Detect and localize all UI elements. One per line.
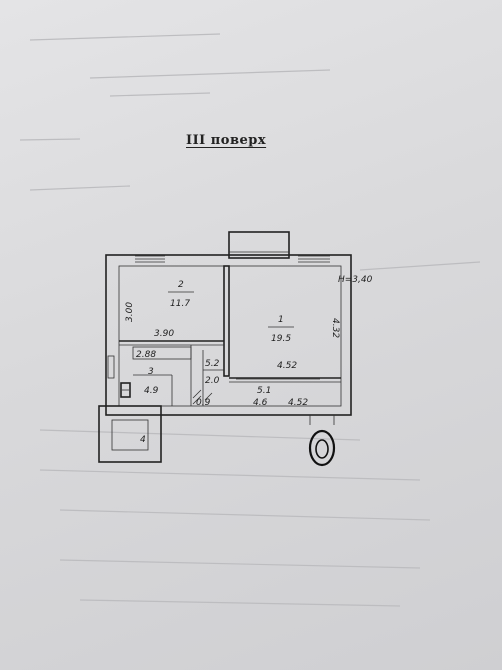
room1-area: 19.5: [271, 334, 291, 344]
room2-number: 2: [178, 280, 184, 290]
room1-depth: 4.32: [330, 318, 340, 338]
side-door-mark: [107, 355, 115, 379]
outer-wall: [105, 254, 352, 416]
balcony-area: 5.1: [257, 386, 271, 396]
room2-width: 3.90: [154, 329, 174, 339]
window-room2: [135, 255, 165, 263]
room1-number: 1: [278, 315, 284, 325]
hatch-marks: [192, 389, 213, 405]
room3-number: 3: [148, 367, 154, 377]
annex-room4: [98, 405, 162, 463]
floor-title: III поверх: [186, 133, 267, 148]
room4-number: 4: [140, 435, 146, 445]
balcony-width: 4.52: [288, 398, 308, 408]
balcony-area2: 4.6: [253, 398, 268, 408]
top-projection: [228, 231, 290, 259]
riser-symbol: [308, 415, 336, 467]
small-b: 2.0: [205, 376, 220, 386]
side-note: 0.9: [196, 398, 211, 408]
height-label: H=3,40: [338, 275, 373, 285]
room3-area: 4.9: [144, 386, 159, 396]
small-a: 5.2: [205, 359, 220, 369]
show-through-lines: [19, 33, 481, 607]
room2-depth: 3.00: [125, 302, 135, 322]
corridor-width: 2.88: [136, 350, 156, 360]
room1-width: 4.52: [277, 361, 297, 371]
window-room1: [298, 255, 330, 263]
riser-box: [120, 382, 131, 398]
partition-r1-r2: [223, 265, 230, 377]
inner-wall-line: [118, 265, 342, 407]
room2-area: 11.7: [170, 299, 190, 309]
